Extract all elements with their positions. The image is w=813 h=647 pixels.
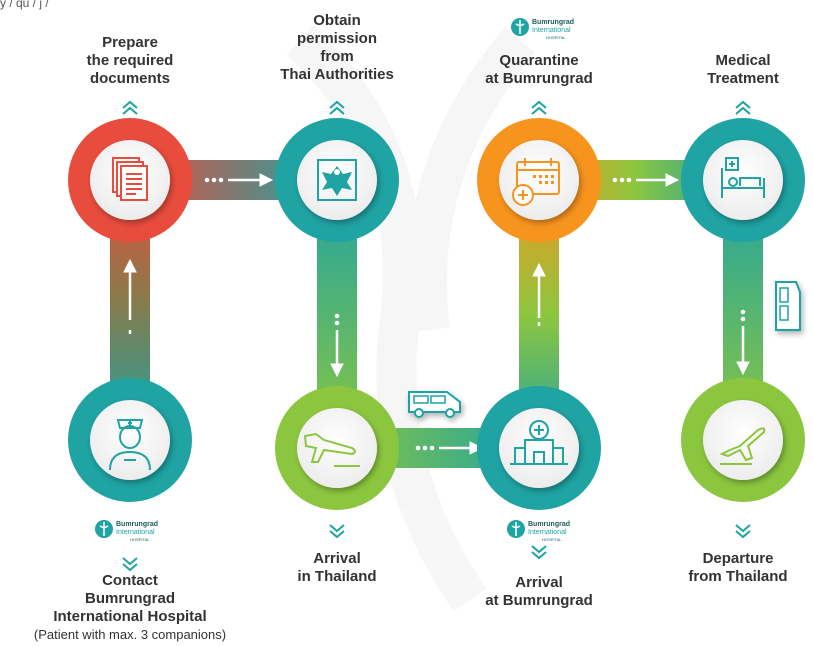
arrow-down-treatment-departure	[736, 309, 750, 376]
label-line: the required	[86, 52, 174, 69]
step-node-arrival-bumrungrad	[477, 386, 601, 510]
step-node-quarantine	[477, 118, 601, 242]
calendar-add-icon	[512, 158, 560, 206]
airplane-landing-icon	[303, 432, 360, 467]
label-line: Prepare	[102, 34, 158, 51]
logo-line3: HOSPITAL	[542, 537, 562, 542]
label-quarantine: Quarantine at Bumrungrad	[464, 52, 614, 88]
nurse-icon	[109, 419, 151, 471]
label-line: Treatment	[707, 70, 779, 87]
label-line: Departure	[702, 550, 774, 567]
arrow-down-permission-arrival	[330, 313, 344, 378]
background-watermark	[286, 25, 536, 612]
chevron-up-icon	[531, 100, 547, 115]
hospital-logo: Bumrungrad International HOSPITAL	[506, 518, 590, 544]
step-node-treatment	[681, 118, 805, 242]
arrow-right-arrival-bumrungrad	[415, 441, 484, 455]
label-treatment: Medical Treatment	[668, 52, 813, 88]
arrow-right-prepare-permission	[204, 173, 274, 187]
hospital-building-icon	[510, 420, 568, 465]
label-arrival-bumrungrad: Arrival at Bumrungrad	[464, 574, 614, 610]
step-node-departure	[681, 378, 805, 502]
label-line: from Thailand	[688, 568, 788, 585]
chevron-up-icon	[122, 100, 138, 115]
label-line: International Hospital	[53, 608, 207, 625]
label-line: from	[320, 48, 354, 65]
top-text-fragment: y / qu / j /	[0, 0, 49, 10]
hospital-logo: Bumrungrad International HOSPITAL	[94, 518, 178, 544]
logo-line3: HOSPITAL	[130, 537, 150, 542]
label-line: Contact	[102, 572, 158, 589]
chevron-up-icon	[735, 100, 751, 115]
label-departure: Departure from Thailand	[663, 550, 813, 586]
logo-line1: Bumrungrad	[528, 521, 570, 528]
label-line: Thai Authorities	[280, 66, 394, 83]
label-contact: Contact Bumrungrad International Hospita…	[0, 572, 260, 644]
arrow-up-contact-prepare	[123, 258, 137, 334]
label-line: Arrival	[515, 574, 563, 591]
van-icon	[408, 391, 461, 418]
label-line: documents	[89, 70, 170, 87]
label-permission: Obtain permission from Thai Authorities	[252, 12, 422, 84]
label-line: permission	[296, 30, 378, 47]
label-line: at Bumrungrad	[485, 70, 593, 87]
arrow-up-bumrungrad-quarantine	[532, 262, 546, 326]
label-line: Obtain	[313, 12, 361, 29]
chevron-down-icon	[122, 557, 138, 572]
logo-line2: International	[528, 529, 567, 536]
step-node-permission	[275, 118, 399, 242]
step-node-prepare	[68, 118, 192, 242]
arrow-right-quarantine-treatment	[612, 173, 680, 187]
logo-line2: International	[532, 27, 571, 34]
chevron-down-icon	[735, 524, 751, 539]
chevron-up-icon	[329, 100, 345, 115]
label-prepare: Prepare the required documents	[55, 34, 205, 88]
label-line: Arrival	[313, 550, 361, 567]
logo-line3: HOSPITAL	[546, 35, 566, 40]
label-note: (Patient with max. 3 companions)	[33, 627, 227, 642]
logo-line1: Bumrungrad	[116, 521, 158, 528]
label-line: in Thailand	[297, 568, 377, 585]
airplane-takeoff-icon	[719, 427, 766, 465]
flow-arrows	[123, 173, 750, 455]
label-line: at Bumrungrad	[485, 592, 593, 609]
thai-emblem-icon	[317, 159, 357, 201]
van-icon-vertical	[775, 281, 801, 331]
label-line: Medical	[715, 52, 771, 69]
chevron-down-icon	[329, 524, 345, 539]
hospital-logo: Bumrungrad International HOSPITAL	[510, 16, 594, 42]
chevrons	[122, 100, 751, 572]
hospital-bed-icon	[721, 157, 765, 198]
label-line: Bumrungrad	[85, 590, 175, 607]
logo-line2: International	[116, 529, 155, 536]
logo-line1: Bumrungrad	[532, 19, 574, 26]
step-node-contact	[68, 378, 192, 502]
chevron-down-icon	[531, 545, 547, 560]
step-node-arrival-thailand	[275, 386, 399, 510]
label-arrival-thailand: Arrival in Thailand	[262, 550, 412, 586]
label-line: Quarantine	[499, 52, 579, 69]
documents-icon	[112, 157, 148, 201]
